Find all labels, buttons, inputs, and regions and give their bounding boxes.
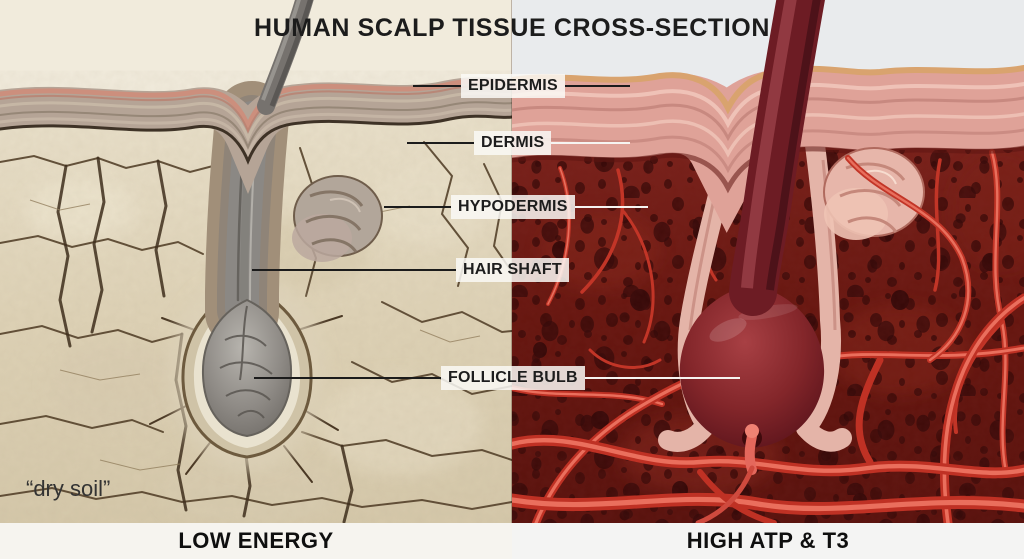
annotation-hypodermis: HYPODERMIS — [384, 195, 648, 219]
footer-label-low-energy: LOW ENERGY — [0, 523, 512, 559]
leader-line-right — [574, 206, 648, 208]
leader-line-left — [413, 85, 461, 87]
leader-line-right — [564, 85, 630, 87]
leader-line-right — [551, 142, 631, 144]
leader-line-left — [407, 142, 474, 144]
footer-bar: LOW ENERGY HIGH ATP & T3 — [0, 523, 1024, 559]
annotation-label-follicle-bulb: FOLLICLE BULB — [441, 366, 585, 390]
figure-title: HUMAN SCALP TISSUE CROSS-SECTION — [253, 14, 770, 42]
footer-label-high-atp-t3: HIGH ATP & T3 — [512, 523, 1024, 559]
annotation-hair-shaft: HAIR SHAFT — [252, 258, 569, 282]
annotation-follicle-bulb: FOLLICLE BULB — [254, 366, 740, 390]
annotation-label-dermis: DERMIS — [474, 131, 552, 155]
annotation-label-hair-shaft: HAIR SHAFT — [456, 258, 569, 282]
dry-soil-caption: “dry soil” — [26, 476, 111, 501]
leader-line-left — [252, 269, 456, 271]
annotation-dermis: DERMIS — [407, 131, 631, 155]
annotation-label-epidermis: EPIDERMIS — [461, 74, 565, 98]
annotation-epidermis: EPIDERMIS — [413, 74, 630, 98]
right-illustration-high-energy — [512, 0, 1024, 523]
leader-line-right — [584, 377, 740, 379]
leader-line-left — [384, 206, 451, 208]
annotation-label-hypodermis: HYPODERMIS — [451, 195, 575, 219]
left-illustration-low-energy — [0, 0, 512, 523]
leader-line-left — [254, 377, 441, 379]
